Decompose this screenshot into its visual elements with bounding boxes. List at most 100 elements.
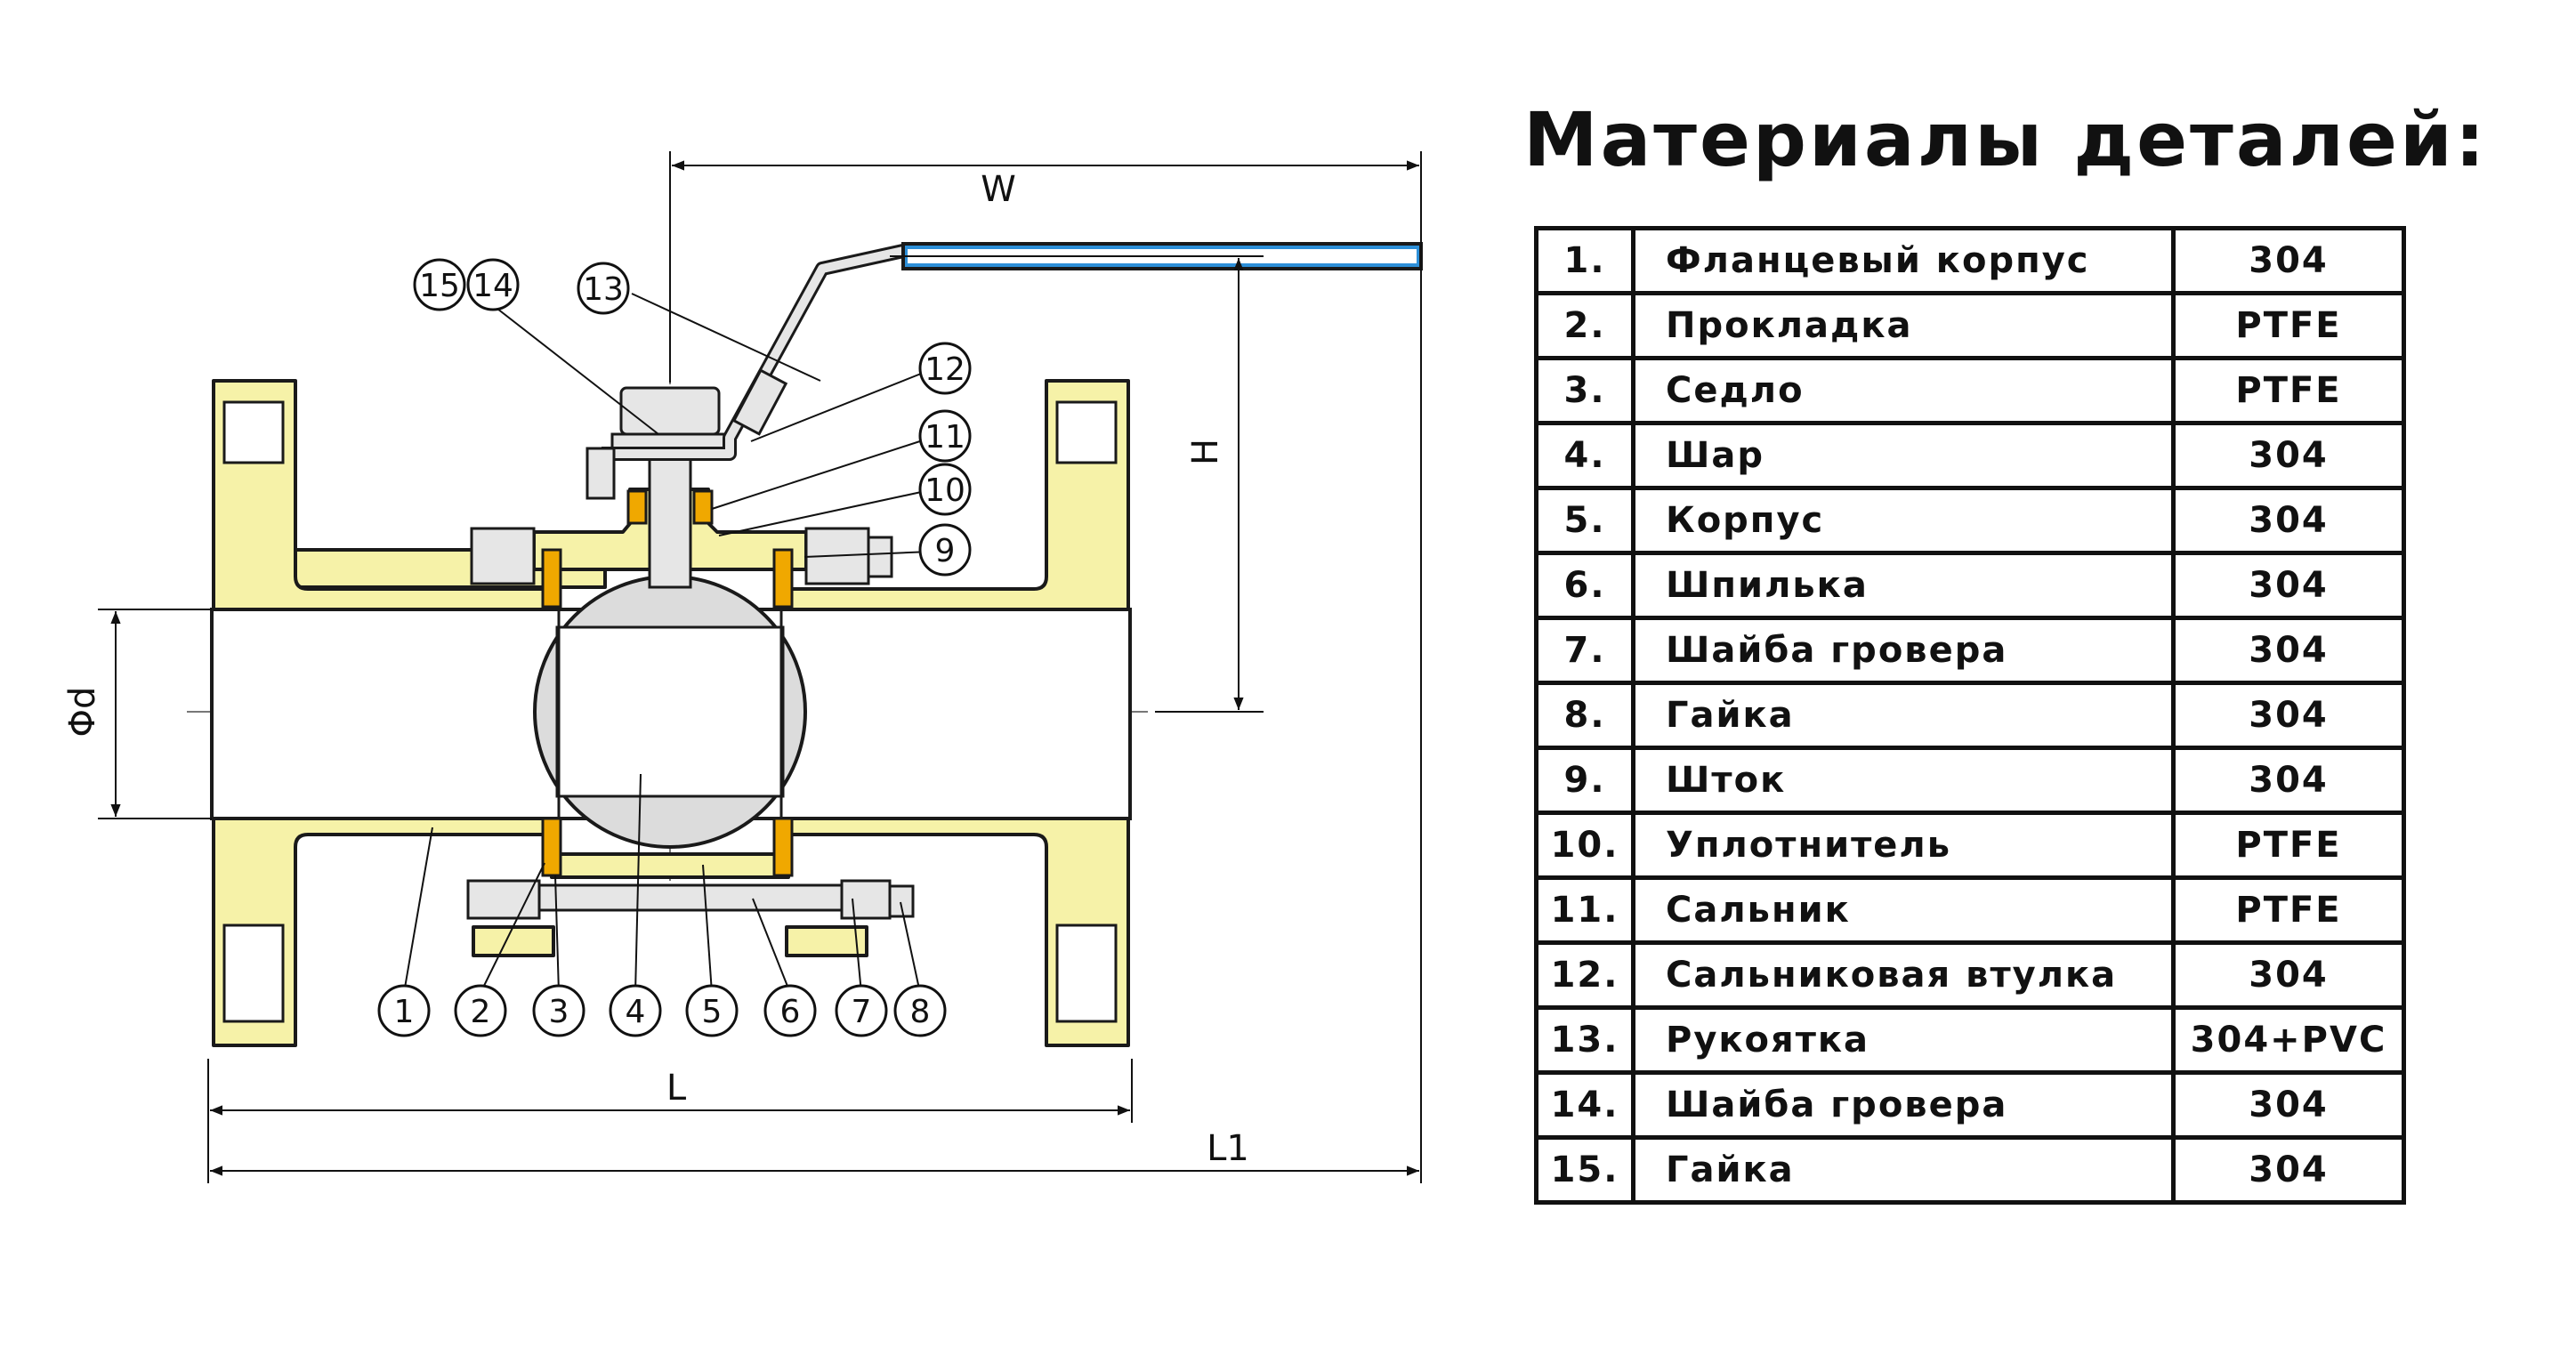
part-material: 304: [2171, 616, 2406, 685]
callout-5: 5: [685, 984, 739, 1037]
callout-4: 4: [609, 984, 662, 1037]
callout-circle: [466, 258, 520, 311]
dim-l1: L1: [1207, 1128, 1249, 1169]
part-material: 304: [2171, 940, 2406, 1010]
callout-label: 8: [910, 994, 931, 1030]
part-name: Шайба гровера: [1631, 616, 2176, 685]
callout-10: 10: [918, 463, 972, 516]
callout-label: 6: [780, 994, 801, 1030]
part-material: 304: [2171, 1070, 2406, 1140]
part-material: PTFE: [2171, 291, 2406, 360]
part-name: Рукоятка: [1631, 1005, 2176, 1075]
callout-15: 15: [413, 258, 466, 311]
callout-circle: [918, 409, 972, 463]
callout-12: 12: [918, 342, 972, 395]
callout-circle: [918, 523, 972, 577]
part-material: 304+PVC: [2171, 1005, 2406, 1075]
part-name: Сальник: [1631, 875, 2176, 945]
part-name: Шайба гровера: [1631, 1070, 2176, 1140]
callout-label: 13: [583, 271, 624, 308]
callout-13: 13: [577, 262, 630, 315]
part-number: 11.: [1534, 875, 1635, 945]
valve-cross-section-drawing: W H Φd L L1: [62, 151, 1423, 1183]
part-name: Фланцевый корпус: [1631, 226, 2176, 295]
materials-title: Материалы деталей:: [1523, 96, 2488, 183]
part-number: 9.: [1534, 746, 1635, 815]
callout-circle: [577, 262, 630, 315]
seats: [541, 548, 794, 877]
dim-w: W: [981, 169, 1016, 210]
part-number: 13.: [1534, 1005, 1635, 1075]
part-material: PTFE: [2171, 875, 2406, 945]
part-number: 6.: [1534, 551, 1635, 620]
callout-circle: [763, 984, 817, 1037]
leader-lines: [403, 293, 931, 994]
callout-label: 3: [549, 994, 569, 1030]
stem: [626, 443, 714, 589]
callout-label: 2: [471, 994, 491, 1030]
callout-7: 7: [835, 984, 888, 1037]
part-name: Шар: [1631, 421, 2176, 490]
part-name: Прокладка: [1631, 291, 2176, 360]
dim-h: H: [1185, 439, 1226, 465]
top-bolts: [470, 527, 893, 585]
part-number: 3.: [1534, 356, 1635, 425]
callout-circle: [609, 984, 662, 1037]
callout-label: 12: [925, 351, 965, 388]
part-name: Сальниковая втулка: [1631, 940, 2176, 1010]
part-material: 304: [2171, 486, 2406, 555]
part-material: 304: [2171, 746, 2406, 815]
part-material: 304: [2171, 421, 2406, 490]
callout-8: 8: [893, 984, 947, 1037]
part-number: 14.: [1534, 1070, 1635, 1140]
callout-circle: [835, 984, 888, 1037]
callout-circle: [685, 984, 739, 1037]
callout-circle: [918, 342, 972, 395]
bottom-stud: [466, 879, 915, 920]
callout-label: 11: [925, 419, 965, 456]
part-name: Уплотнитель: [1631, 811, 2176, 880]
part-name: Седло: [1631, 356, 2176, 425]
callout-label: 9: [935, 533, 956, 569]
callout-11: 11: [918, 409, 972, 463]
callout-circle: [532, 984, 585, 1037]
callout-label: 15: [419, 268, 460, 304]
part-name: Шток: [1631, 746, 2176, 815]
part-name: Гайка: [1631, 681, 2176, 750]
callout-circle: [413, 258, 466, 311]
callout-circle: [893, 984, 947, 1037]
ball: [533, 575, 807, 849]
part-material: 304: [2171, 551, 2406, 620]
callout-label: 1: [394, 994, 415, 1030]
flange-bolt-holes: [222, 400, 1118, 1023]
callout-label: 10: [925, 472, 965, 509]
part-name: Шпилька: [1631, 551, 2176, 620]
part-name: Корпус: [1631, 486, 2176, 555]
part-material: 304: [2171, 681, 2406, 750]
dimension-lines: [98, 151, 1422, 1183]
part-number: 12.: [1534, 940, 1635, 1010]
part-material: 304: [2171, 1135, 2406, 1205]
dim-l: L: [666, 1068, 687, 1109]
part-material: 304: [2171, 226, 2406, 295]
part-number: 10.: [1534, 811, 1635, 880]
callout-circle: [377, 984, 431, 1037]
callout-label: 4: [626, 994, 646, 1030]
part-number: 4.: [1534, 421, 1635, 490]
callout-1: 1: [377, 984, 431, 1037]
